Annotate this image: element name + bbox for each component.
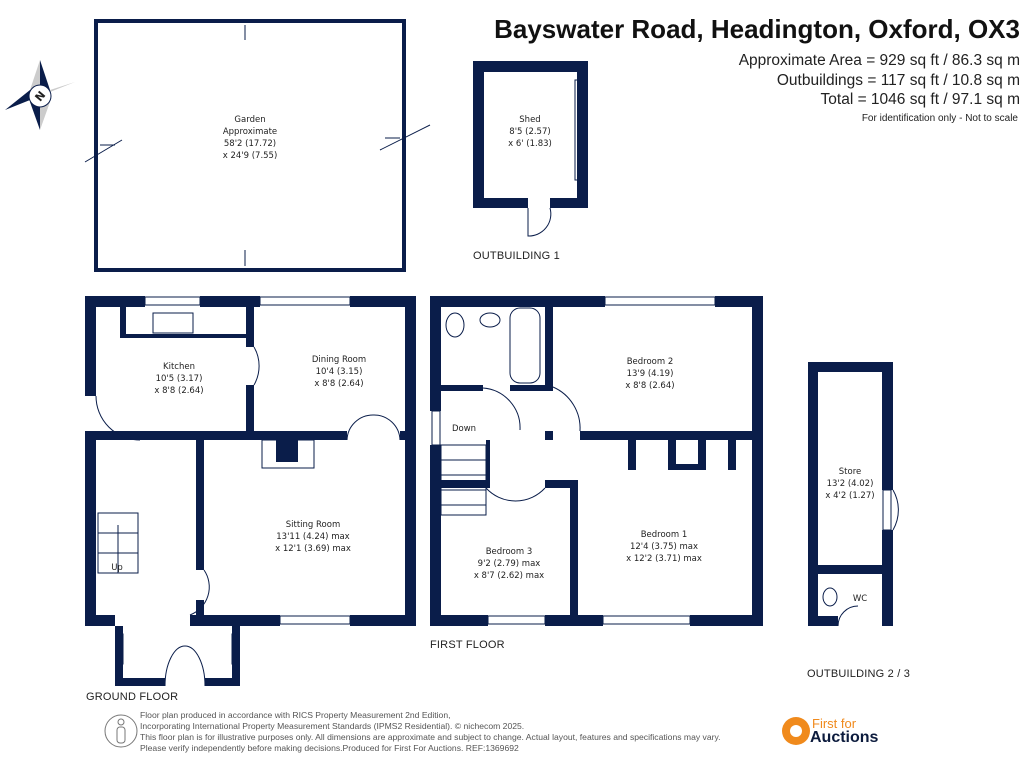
room-label-text: Up <box>111 563 123 573</box>
room-label-text: x 12'2 (3.71) max <box>626 554 702 564</box>
garden-outline <box>94 19 406 272</box>
room-label-text: x 8'8 (2.64) <box>314 379 363 389</box>
room-label-text: Down <box>452 424 476 434</box>
ground-floor-label: GROUND FLOOR <box>86 691 179 703</box>
ground-floor-walls <box>85 296 416 686</box>
shed-walls <box>473 61 588 208</box>
disclaimer: Floor plan produced in accordance with R… <box>140 710 721 753</box>
room-label-text: 13'9 (4.19) <box>627 369 674 379</box>
room-label-text: 12'4 (3.75) max <box>630 542 698 552</box>
room-label-text: Bedroom 3 <box>486 547 533 557</box>
room-label-text: x 8'8 (2.64) <box>154 386 203 396</box>
room-label-text: Sitting Room <box>286 520 340 530</box>
bath <box>509 307 541 384</box>
room-label-text: x 8'7 (2.62) max <box>474 571 544 581</box>
room-label-text: Garden <box>234 115 265 125</box>
room-label-text: Shed <box>519 115 540 125</box>
room-label-text: 9'2 (2.79) max <box>478 559 541 569</box>
room-label-text: 10'5 (3.17) <box>156 374 203 384</box>
approx-area: Approximate Area = 929 sq ft / 86.3 sq m <box>738 52 1020 69</box>
room-label-text: x 4'2 (1.27) <box>825 491 874 501</box>
shed-window <box>574 79 582 181</box>
total-area: Total = 1046 sq ft / 97.1 sq m <box>820 91 1020 108</box>
logo-line2: Auctions <box>810 729 879 746</box>
first-floor-walls <box>430 296 763 626</box>
room-label-text: Approximate <box>223 127 277 137</box>
room-label-text: 13'11 (4.24) max <box>276 532 349 542</box>
outbuilding-2-3-label: OUTBUILDING 2 / 3 <box>807 668 911 680</box>
room-label-text: x 24'9 (7.55) <box>223 151 278 161</box>
room-label-text: 13'2 (4.02) <box>827 479 874 489</box>
outbuilding-2-3-walls <box>808 362 893 626</box>
room-label-text: x 8'8 (2.64) <box>625 381 674 391</box>
room-label-text: Store <box>839 467 861 477</box>
room-label-text: 10'4 (3.15) <box>316 367 363 377</box>
room-label-text: 8'5 (2.57) <box>509 127 550 137</box>
room-label-text: Bedroom 1 <box>641 530 688 540</box>
room-label-text: Kitchen <box>163 362 195 372</box>
room-label-text: 58'2 (17.72) <box>224 139 276 149</box>
room-label-text: WC <box>853 594 867 604</box>
room-label-text: Dining Room <box>312 355 366 365</box>
compass-icon: N <box>5 60 75 130</box>
outbuildings-area: Outbuildings = 117 sq ft / 10.8 sq m <box>776 72 1020 89</box>
room-label-text: x 6' (1.83) <box>508 139 552 149</box>
room-label-text: x 12'1 (3.69) max <box>275 544 351 554</box>
scale-note: For identification only - Not to scale <box>861 113 1018 124</box>
logo-line1: First for <box>812 716 857 731</box>
first-floor-label: FIRST FLOOR <box>430 639 505 651</box>
outbuilding-1-label: OUTBUILDING 1 <box>473 250 560 262</box>
property-title: Bayswater Road, Headington, Oxford, OX3 <box>494 14 1020 44</box>
room-label-text: Bedroom 2 <box>627 357 674 367</box>
shed-door <box>527 207 552 237</box>
